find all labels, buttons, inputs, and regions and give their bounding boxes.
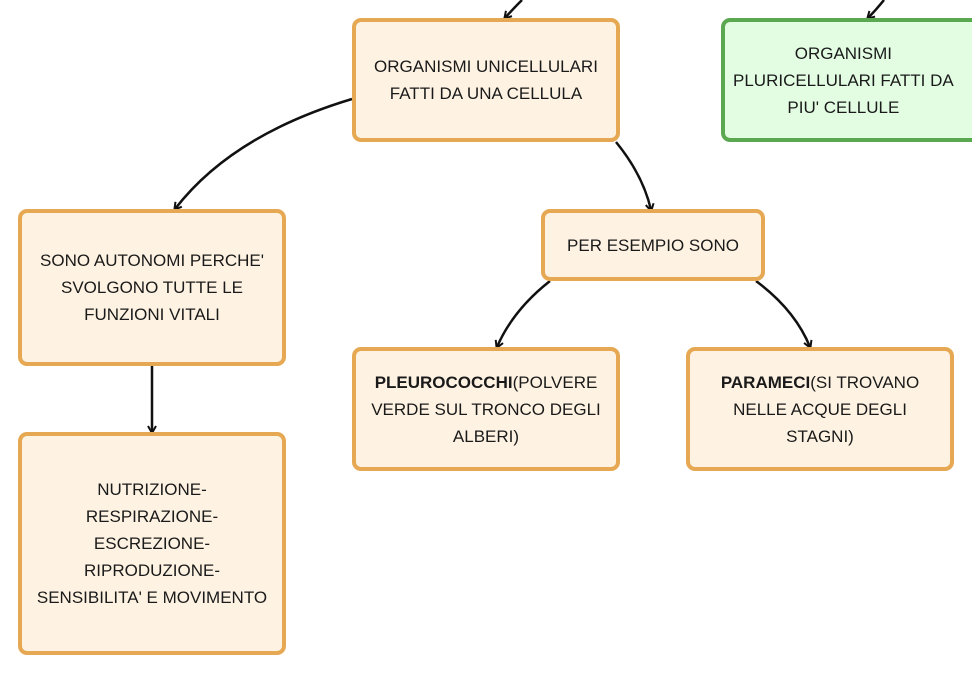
node-sono-autonomi[interactable]: SONO AUTONOMI PERCHE' SVOLGONO TUTTE LE … [18, 209, 286, 366]
node-sono-autonomi-text: SONO AUTONOMI PERCHE' SVOLGONO TUTTE LE … [40, 251, 264, 324]
node-organismi-pluricellulari-text: ORGANISMI PLURICELLULARI FATTI DA PIU' C… [733, 43, 954, 117]
node-organismi-pluricellulari[interactable]: ORGANISMI PLURICELLULARI FATTI DA PIU' C… [721, 18, 972, 142]
node-parameci-description: (SI TROVANO NELLE ACQUE DEGLI STAGNI) [733, 372, 920, 446]
connector-esempio-to-parameci [755, 279, 810, 347]
node-parameci[interactable]: PARAMECI(SI TROVANO NELLE ACQUE DEGLI ST… [686, 347, 954, 471]
node-parameci-text: PARAMECI(SI TROVANO NELLE ACQUE DEGLI ST… [721, 369, 919, 450]
connector-top-to-unicellulari [505, 0, 523, 18]
node-parameci-title: PARAMECI [720, 372, 811, 392]
node-pleurococchi-text: PLEUROCOCCHI(POLVERE VERDE SUL TRONCO DE… [371, 369, 601, 450]
node-per-esempio[interactable]: PER ESEMPIO SONO [541, 209, 765, 281]
node-organismi-unicellulari-text: ORGANISMI UNICELLULARI FATTI DA UNA CELL… [374, 57, 598, 103]
connector-esempio-to-pleurococchi [497, 280, 551, 347]
node-funzioni-vitali-text: NUTRIZIONE- RESPIRAZIONE- ESCREZIONE- RI… [36, 480, 268, 607]
node-pleurococchi-description: (POLVERE VERDE SUL TRONCO DEGLI ALBERI) [371, 372, 601, 446]
node-pleurococchi-title: PLEUROCOCCHI [374, 372, 513, 392]
node-funzioni-vitali[interactable]: NUTRIZIONE- RESPIRAZIONE- ESCREZIONE- RI… [18, 432, 286, 655]
node-organismi-unicellulari[interactable]: ORGANISMI UNICELLULARI FATTI DA UNA CELL… [352, 18, 620, 142]
node-pleurococchi[interactable]: PLEUROCOCCHI(POLVERE VERDE SUL TRONCO DE… [352, 347, 620, 471]
connector-unicellulari-to-autonomi [175, 97, 353, 209]
connector-top-to-pluricellulari [868, 0, 885, 18]
connector-unicellulari-to-esempio [615, 141, 651, 210]
node-per-esempio-text: PER ESEMPIO SONO [567, 235, 739, 255]
